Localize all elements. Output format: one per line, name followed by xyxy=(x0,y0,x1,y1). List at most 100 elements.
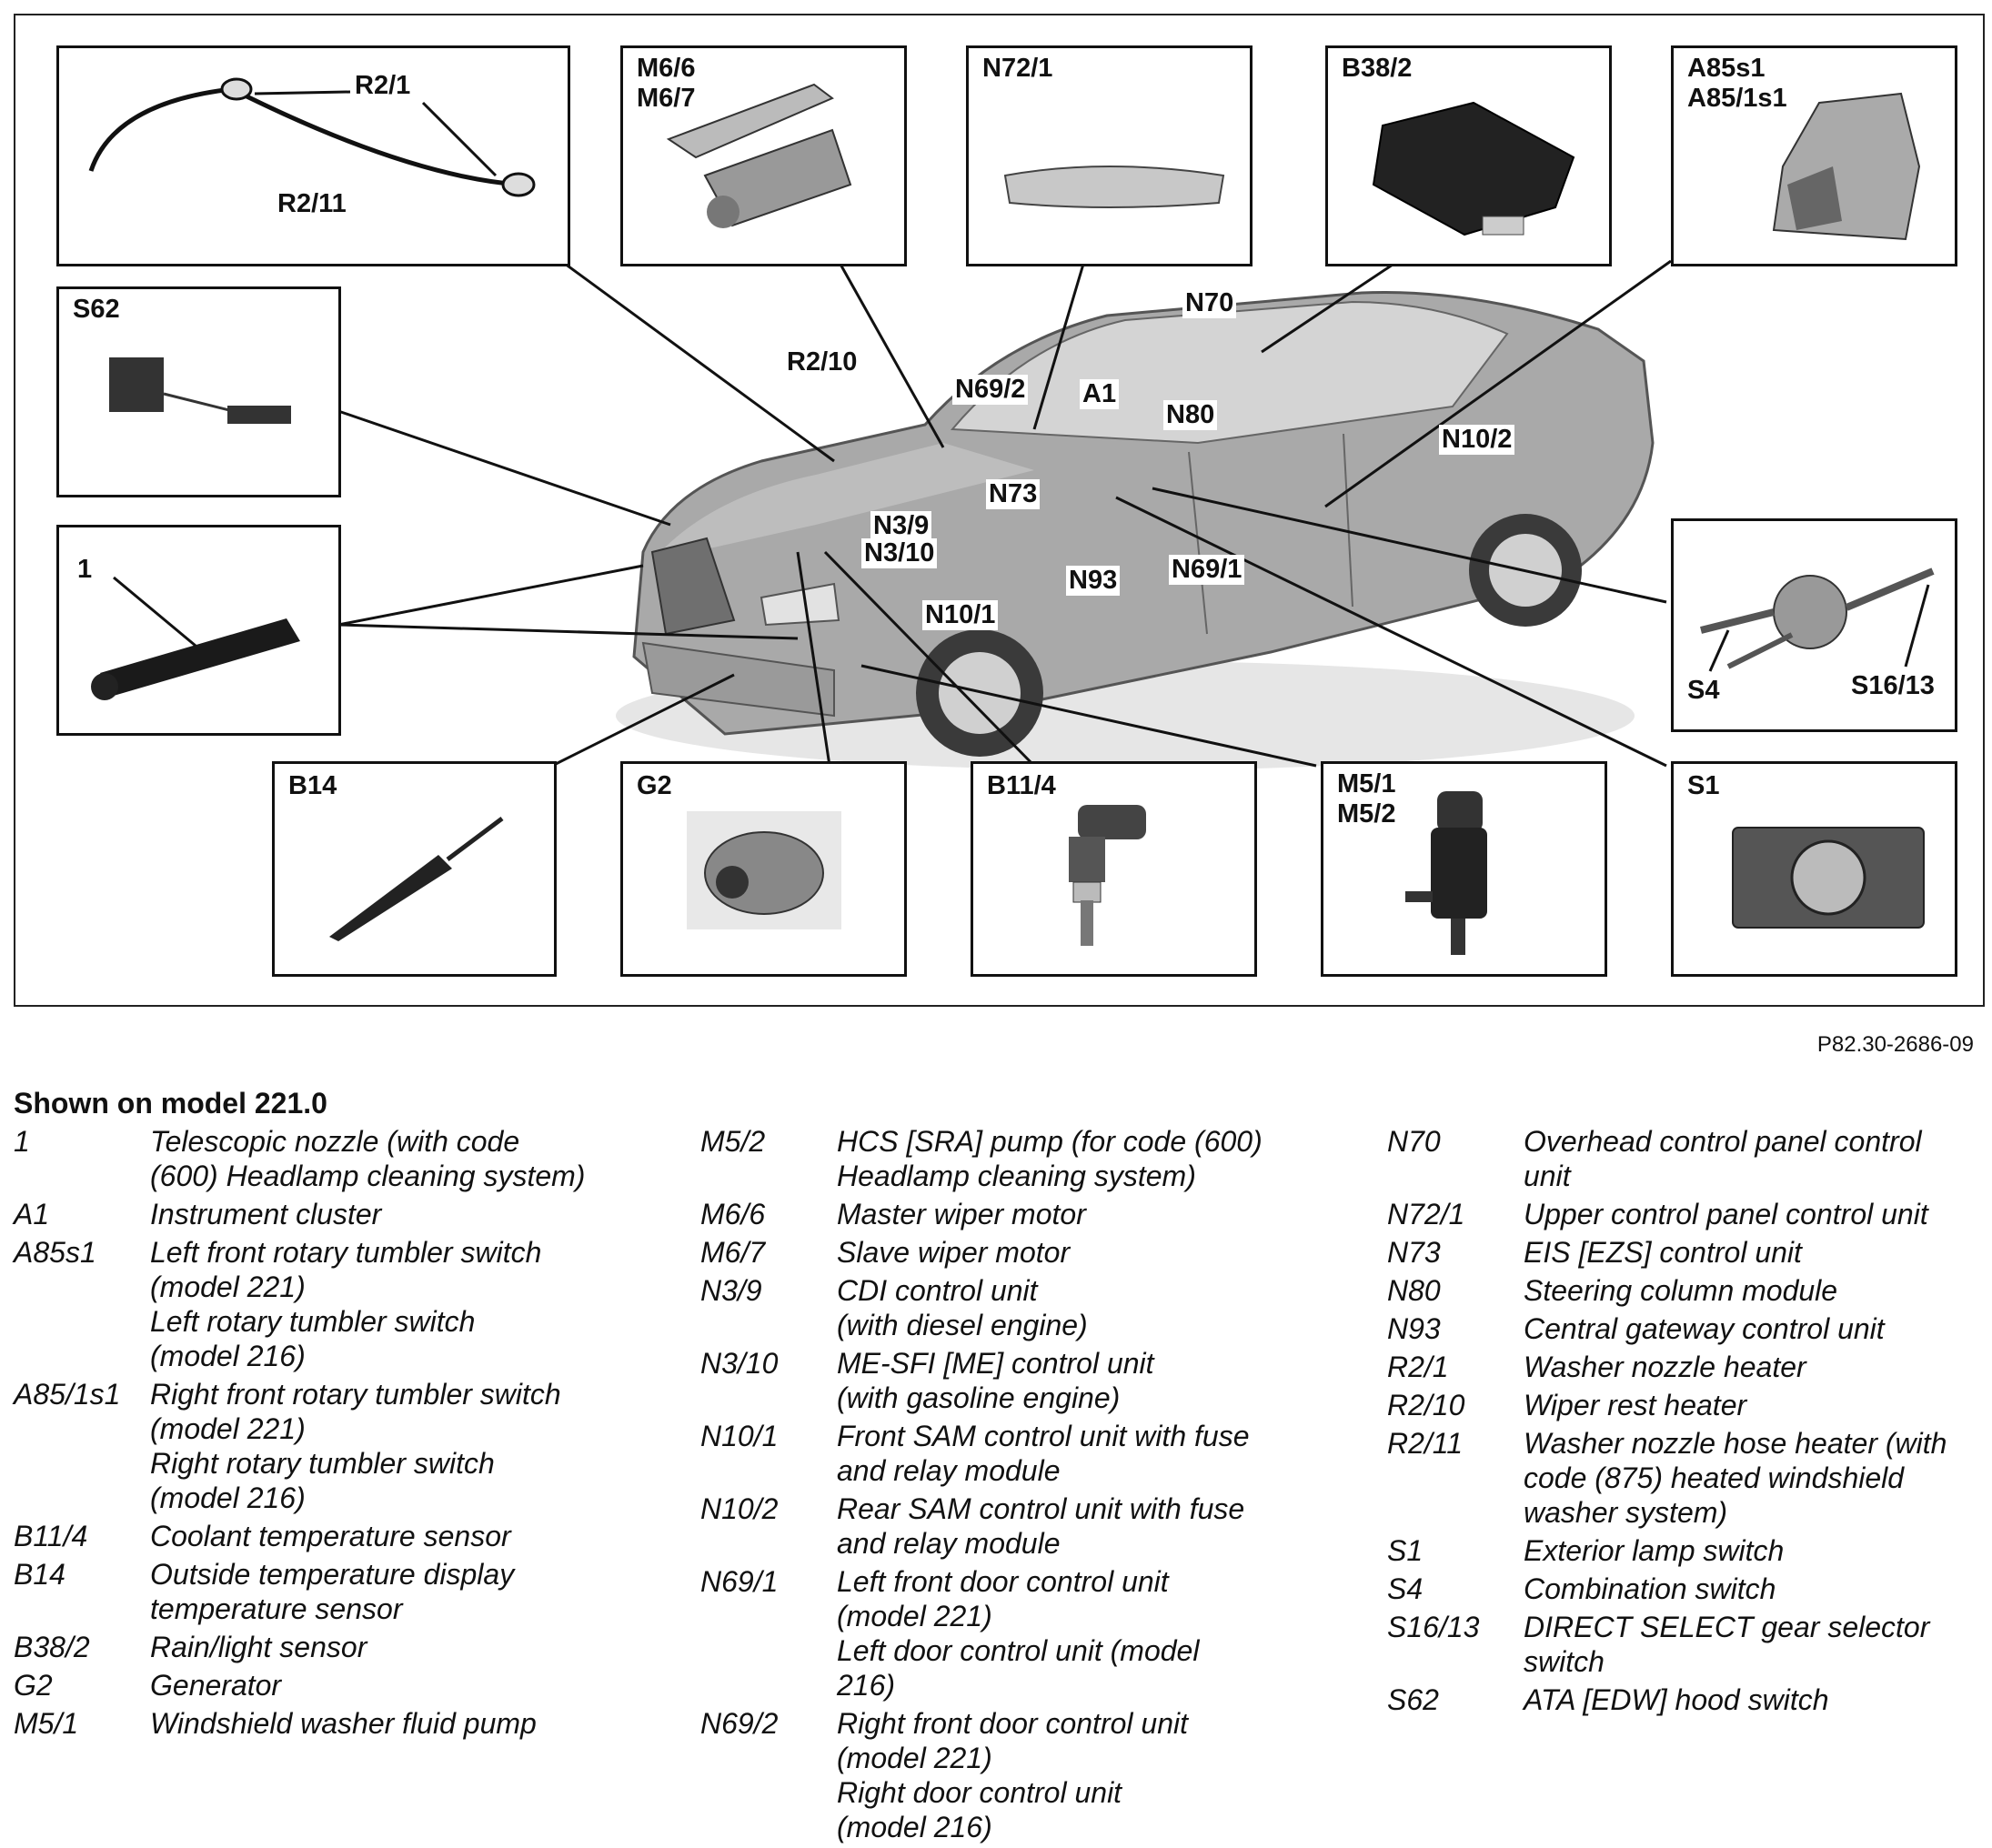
legend-description: Left front door control unit (model 221)… xyxy=(837,1565,1200,1702)
legend-description: ATA [EDW] hood switch xyxy=(1524,1683,1829,1716)
legend-description: Overhead control panel control unit xyxy=(1524,1125,1922,1192)
part-box-g2: G2 xyxy=(620,761,907,977)
legend-description: Generator xyxy=(150,1669,282,1702)
legend-entry: N3/10 ME-SFI [ME] control unit (with gaso… xyxy=(700,1346,1355,1415)
legend-code: S16/13 xyxy=(1387,1611,1480,1643)
legend-code: R2/11 xyxy=(1387,1427,1464,1460)
legend-description: EIS [EZS] control unit xyxy=(1524,1236,1802,1269)
car-label-a1: A1 xyxy=(1080,379,1120,409)
legend-description: Combination switch xyxy=(1524,1572,1776,1605)
legend-description: Upper control panel control unit xyxy=(1524,1198,1928,1230)
legend-description: ME-SFI [ME] control unit (with gasoline … xyxy=(837,1347,1154,1414)
hood-switch-icon xyxy=(109,357,291,424)
legend-code: R2/1 xyxy=(1387,1351,1449,1383)
part-box-b11-4: B11/4 xyxy=(971,761,1257,977)
legend-entry: 1 Telescopic nozzle (with code (600) Head… xyxy=(14,1124,669,1193)
legend-entry: S16/13 DIRECT SELECT gear selector switch xyxy=(1387,1610,1987,1679)
legend-description: DIRECT SELECT gear selector switch xyxy=(1524,1611,1930,1678)
legend-description: Windshield washer fluid pump xyxy=(150,1707,537,1740)
legend-entry: N69/1 Left front door control unit (model… xyxy=(700,1564,1355,1702)
part-box-b14: B14 xyxy=(272,761,557,977)
legend-entry: B14 Outside temperature display temperatu… xyxy=(14,1557,669,1626)
legend-code: R2/10 xyxy=(1387,1389,1465,1421)
generator-icon xyxy=(687,811,841,929)
legend-code: B14 xyxy=(14,1558,65,1591)
car-illustration xyxy=(616,291,1655,770)
legend-code: 1 xyxy=(14,1125,30,1158)
legend-title: Shown on model 221.0 xyxy=(14,1087,327,1120)
legend-code: N72/1 xyxy=(1387,1198,1465,1230)
car-label-n3-9: N3/9 xyxy=(870,511,932,541)
legend-description: Telescopic nozzle (with code (600) Headl… xyxy=(150,1125,586,1192)
exterior-lamp-switch-icon xyxy=(1732,827,1925,929)
legend-code: N69/2 xyxy=(700,1707,779,1740)
leader-lines xyxy=(337,259,1672,768)
legend-code: S62 xyxy=(1387,1683,1439,1716)
wiper-motor-icon xyxy=(666,83,852,228)
legend-entry: N69/2 Right front door control unit (mode… xyxy=(700,1706,1355,1844)
legend-code: N80 xyxy=(1387,1274,1441,1307)
car-label-n73: N73 xyxy=(986,479,1041,509)
legend-code: A1 xyxy=(14,1198,50,1230)
callout-m5-1-m5-2: M5/1 M5/2 xyxy=(1337,769,1396,829)
legend-entry: N10/1 Front SAM control unit with fuse an… xyxy=(700,1419,1355,1488)
component-locator-figure: R2/1 R2/11 M6/6 M6/7 N72/1 B38/2 A85s1 A… xyxy=(14,14,1985,1007)
part-box-s62: S62 xyxy=(56,286,341,497)
callout-b14: B14 xyxy=(288,771,337,800)
callout-g2: G2 xyxy=(637,771,672,800)
legend-code: S1 xyxy=(1387,1534,1424,1567)
legend-code: N73 xyxy=(1387,1236,1441,1269)
legend-description: CDI control unit (with diesel engine) xyxy=(837,1274,1088,1341)
callout-m6-6-m6-7: M6/6 M6/7 xyxy=(637,54,696,113)
washer-nozzle-hose-icon xyxy=(88,77,536,197)
rain-sensor-icon xyxy=(1372,101,1575,236)
car-label-n10-2: N10/2 xyxy=(1439,425,1515,455)
car-label-n69-2: N69/2 xyxy=(952,375,1029,405)
part-box-m6-6: M6/6 M6/7 xyxy=(620,45,907,266)
callout-1: 1 xyxy=(77,555,93,584)
callout-s62: S62 xyxy=(73,295,120,324)
part-box-m5-1: M5/1 M5/2 xyxy=(1321,761,1607,977)
document-reference: P82.30-2686-09 xyxy=(1816,1032,1974,1057)
legend-code: N10/1 xyxy=(700,1420,779,1452)
legend-entry: S1 Exterior lamp switch xyxy=(1387,1533,1987,1568)
legend-description: Master wiper motor xyxy=(837,1198,1086,1230)
legend-code: N69/1 xyxy=(700,1565,779,1598)
part-box-r2-1: R2/1 R2/11 xyxy=(56,45,570,266)
legend-description: Exterior lamp switch xyxy=(1524,1534,1785,1567)
legend-entry: M6/6 Master wiper motor xyxy=(700,1197,1355,1231)
legend-description: Coolant temperature sensor xyxy=(150,1520,511,1552)
callout-n72-1: N72/1 xyxy=(982,54,1053,83)
legend-description: Right front door control unit (model 221… xyxy=(837,1707,1188,1843)
callout-s4: S4 xyxy=(1687,676,1720,705)
legend-code: N3/10 xyxy=(700,1347,779,1380)
callout-b11-4: B11/4 xyxy=(987,771,1056,800)
callout-r2-1: R2/1 xyxy=(355,71,411,100)
legend-description: Rain/light sensor xyxy=(150,1631,367,1663)
coolant-sensor-icon xyxy=(1069,805,1146,946)
part-box-s1-s4-s16: S4 S16/13 xyxy=(1671,518,1957,732)
legend-description: Outside temperature display temperature … xyxy=(150,1558,515,1625)
legend-description: Front SAM control unit with fuse and rel… xyxy=(837,1420,1250,1487)
callout-s1: S1 xyxy=(1687,771,1720,800)
combination-switch-icon xyxy=(1700,567,1935,672)
car-label-n3-10: N3/10 xyxy=(861,538,938,568)
legend-code: M5/1 xyxy=(14,1707,79,1740)
car-label-n10-1: N10/1 xyxy=(922,600,999,630)
car-label-r2-10: R2/10 xyxy=(784,347,860,377)
legend-code: M6/6 xyxy=(700,1198,766,1230)
